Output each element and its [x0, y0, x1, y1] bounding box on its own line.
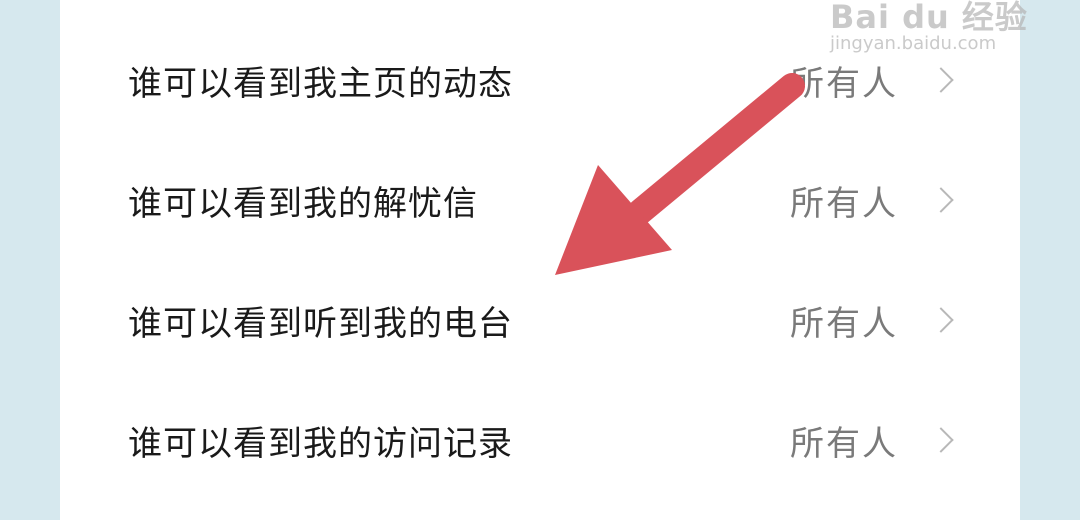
setting-row-letters[interactable]: 谁可以看到我的解忧信 所有人: [60, 140, 1020, 260]
setting-row-visit-records[interactable]: 谁可以看到我的访问记录 所有人: [60, 380, 1020, 500]
setting-value: 所有人: [790, 303, 898, 344]
setting-row-radio[interactable]: 谁可以看到听到我的电台 所有人: [60, 260, 1020, 380]
setting-value: 所有人: [790, 423, 898, 464]
chevron-right-icon: [928, 307, 954, 333]
setting-row-homepage-feed[interactable]: 谁可以看到我主页的动态 所有人: [60, 20, 1020, 140]
chevron-right-icon: [928, 427, 954, 453]
chevron-right-icon: [928, 67, 954, 93]
setting-value: 所有人: [790, 63, 898, 104]
setting-label: 谁可以看到我的访问记录: [128, 423, 513, 464]
privacy-settings-panel: 谁可以看到我主页的动态 所有人 谁可以看到我的解忧信 所有人 谁可以看到听到我的…: [60, 0, 1020, 520]
setting-label: 谁可以看到我的解忧信: [128, 183, 478, 224]
chevron-right-icon: [928, 187, 954, 213]
setting-value: 所有人: [790, 183, 898, 224]
setting-label: 谁可以看到我主页的动态: [128, 63, 513, 104]
setting-label: 谁可以看到听到我的电台: [128, 303, 513, 344]
